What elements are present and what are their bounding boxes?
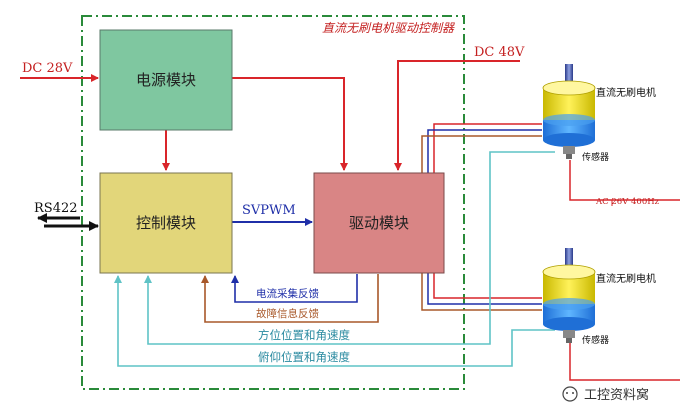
wechat-icon <box>562 386 578 402</box>
svpwm-label: SVPWM <box>242 203 296 218</box>
watermark-text: 工控资料窝 <box>584 387 649 403</box>
motor-1-sensor-label: 传感器 <box>582 151 609 163</box>
ac-label: AC 26V 400Hz <box>595 197 660 207</box>
control-module-block: 控制模块 <box>99 172 233 274</box>
motor2-phase-b <box>427 272 542 305</box>
motor-2-label: 直流无刷电机 <box>596 272 656 285</box>
dc48-arrow <box>394 60 520 171</box>
motor-1-shaft <box>565 64 573 86</box>
control-module-label: 控制模块 <box>136 214 196 232</box>
motor1-phase-a <box>433 123 542 190</box>
ac-line-2 <box>569 340 680 381</box>
power-module-label: 电源模块 <box>136 71 196 89</box>
current-feedback-arrow <box>231 274 358 303</box>
fault-feedback-label: 故障信息反馈 <box>256 307 319 320</box>
drive-module-block: 驱动模块 <box>313 172 445 274</box>
fault-feedback-arrow <box>201 274 379 323</box>
controller-title: 直流无刷电机驱动控制器 <box>322 21 455 35</box>
current-feedback-label: 电流采集反馈 <box>256 287 319 300</box>
motor-1: 直流无刷电机 传感器 <box>542 64 656 163</box>
motor-2-sensor-label: 传感器 <box>582 334 609 346</box>
pitch-label: 俯仰位置和角速度 <box>258 350 350 364</box>
controller-boundary <box>81 15 465 390</box>
motor2-phase-a <box>433 272 542 299</box>
watermark: 工控资料窝 <box>562 386 649 403</box>
motor2-phase-c <box>421 272 542 311</box>
motor-1-label: 直流无刷电机 <box>596 86 656 99</box>
rs422-label: RS422 <box>34 201 78 216</box>
motor1-phase-c <box>421 135 542 190</box>
motor-2: 直流无刷电机 传感器 <box>542 248 656 346</box>
dc48-label: DC 48V <box>474 45 525 60</box>
azimuth-feedback-arrow <box>144 151 555 345</box>
ac-line-1 <box>569 160 680 201</box>
azimuth-label: 方位位置和角速度 <box>258 328 350 342</box>
power-module-block: 电源模块 <box>99 29 233 131</box>
motor-2-shaft <box>565 248 573 270</box>
motor1-phase-b <box>427 129 542 190</box>
pitch-feedback-arrow <box>114 275 555 367</box>
drive-module-label: 驱动模块 <box>349 214 409 232</box>
dc28-label: DC 28V <box>22 61 73 76</box>
power-to-drive-arrow <box>232 77 348 171</box>
